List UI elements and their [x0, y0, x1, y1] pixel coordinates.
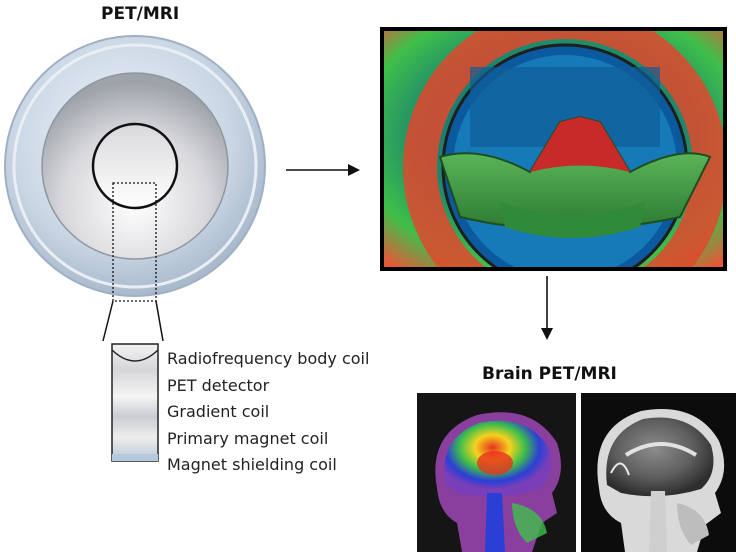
brain-title: Brain PET/MRI [482, 364, 617, 384]
arrow-down-icon [537, 274, 557, 344]
layer-label: Primary magnet coil [167, 426, 369, 453]
brain-pet-mri-image [417, 393, 576, 552]
layer-label: Magnet shielding coil [167, 452, 369, 479]
scanner-bore [93, 124, 177, 208]
layer-label: Radiofrequency body coil [167, 346, 369, 373]
layer-labels: Radiofrequency body coil PET detector Gr… [167, 346, 369, 479]
scanner-title: PET/MRI [101, 4, 179, 24]
layer-cylinder [112, 344, 158, 461]
brain-mri-image [581, 393, 736, 552]
arrow-right-icon [284, 160, 364, 180]
scanner-photo [380, 27, 727, 271]
layer-label: PET detector [167, 373, 369, 400]
zoom-lines [103, 301, 163, 341]
layer-label: Gradient coil [167, 399, 369, 426]
